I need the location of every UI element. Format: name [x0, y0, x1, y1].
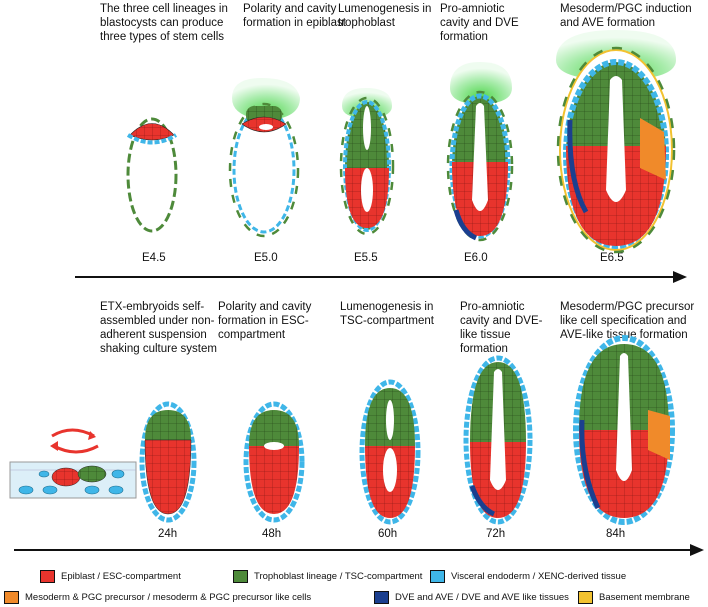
legend-mesoderm-label: Mesoderm & PGC precursor / mesoderm & PG…	[25, 592, 312, 603]
bottom-stage-title-4: Pro-amniotic cavity and DVE- like tissue…	[460, 301, 543, 355]
embryo-e6-5	[556, 30, 676, 254]
legend-visceral-swatch	[430, 570, 445, 583]
bottom-stage-label-5: 84h	[606, 528, 626, 540]
top-stage-label-4: E6.0	[464, 252, 488, 264]
legend-visceral: Visceral endoderm / XENC-derived tissue	[430, 570, 626, 583]
top-stage-title-5: Mesoderm/PGC induction and AVE formation	[560, 3, 692, 29]
legend-dve-label: DVE and AVE / DVE and AVE like tissues	[395, 592, 569, 603]
top-stage-title-3: Lumenogenesis in trophoblast	[338, 3, 432, 29]
bottom-stage-title-5: Mesoderm/PGC precursor like cell specifi…	[560, 301, 695, 341]
legend-basement-label: Basement membrane	[599, 592, 690, 603]
legend-trophoblast-swatch	[233, 570, 248, 583]
embryo-e5-0	[228, 78, 300, 238]
embryo-72h	[463, 355, 533, 525]
bottom-stage-title-3: Lumenogenesis in TSC-compartment	[340, 301, 434, 327]
legend-epiblast-label: Epiblast / ESC-compartment	[61, 571, 181, 582]
embryo-e6-0	[446, 62, 514, 242]
embryo-60h	[359, 379, 421, 525]
legend-epiblast-swatch	[40, 570, 55, 583]
bottom-stage-title-2: Polarity and cavity formation in ESC- co…	[218, 301, 312, 341]
legend-visceral-label: Visceral endoderm / XENC-derived tissue	[451, 571, 627, 582]
bottom-stage-label-3: 60h	[378, 528, 398, 540]
legend-mesoderm: Mesoderm & PGC precursor / mesoderm & PG…	[4, 591, 311, 604]
bottom-stage-label-2: 48h	[262, 528, 282, 540]
top-timeline-arrow	[75, 271, 687, 283]
legend-basement-swatch	[578, 591, 593, 604]
legend-dve: DVE and AVE / DVE and AVE like tissues	[374, 591, 569, 604]
top-stage-title-4: Pro-amniotic cavity and DVE formation	[440, 3, 519, 43]
legend-mesoderm-swatch	[4, 591, 19, 604]
embryo-e4-5	[126, 117, 178, 233]
top-stage-title-1: The three cell lineages in blastocysts c…	[100, 3, 228, 43]
embryo-48h	[243, 401, 305, 523]
culture-dish	[9, 428, 137, 499]
embryo-24h	[139, 401, 197, 523]
top-stage-label-5: E6.5	[600, 252, 624, 264]
top-stage-label-1: E4.5	[142, 252, 166, 264]
top-stage-label-2: E5.0	[254, 252, 278, 264]
legend-dve-swatch	[374, 591, 389, 604]
legend-basement: Basement membrane	[578, 591, 690, 604]
top-stage-label-3: E5.5	[354, 252, 378, 264]
embryo-84h	[573, 335, 675, 525]
bottom-stage-label-1: 24h	[158, 528, 178, 540]
embryo-e5-5	[339, 88, 395, 236]
legend-trophoblast-label: Trophoblast lineage / TSC-compartment	[254, 571, 423, 582]
legend-trophoblast: Trophoblast lineage / TSC-compartment	[233, 570, 422, 583]
legend-epiblast: Epiblast / ESC-compartment	[40, 570, 181, 583]
bottom-timeline-arrow	[14, 544, 704, 556]
bottom-stage-label-4: 72h	[486, 528, 506, 540]
top-stage-title-2: Polarity and cavity formation in epiblas…	[243, 3, 346, 29]
bottom-stage-title-1: ETX-embryoids self- assembled under non-…	[100, 301, 217, 355]
